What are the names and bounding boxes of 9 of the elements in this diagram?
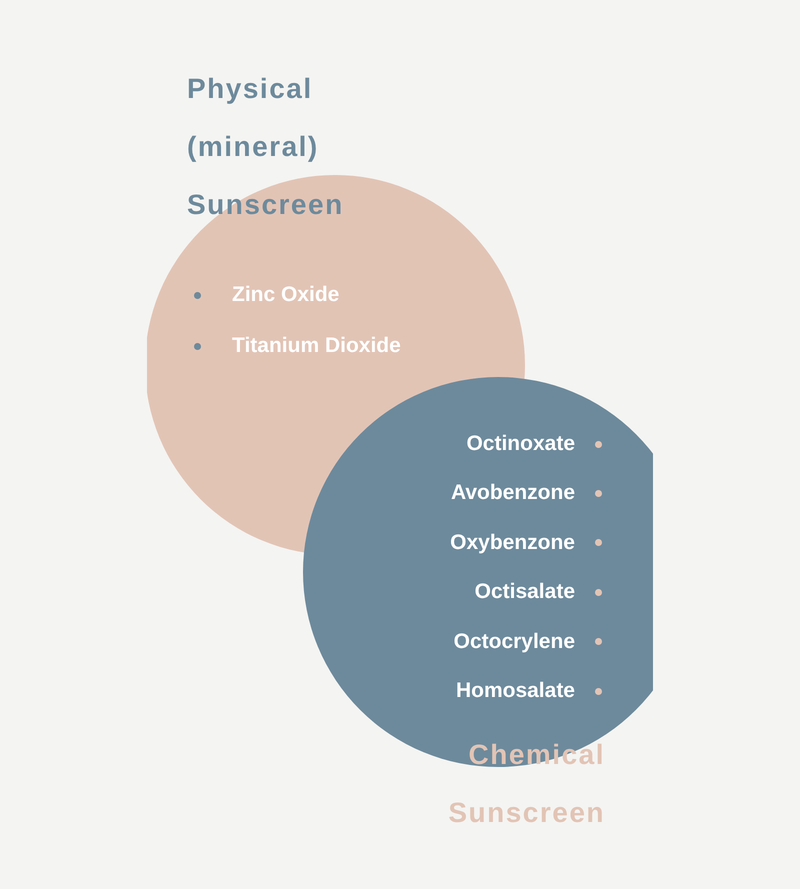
list-item: Octinoxate — [466, 431, 575, 457]
list-item: Zinc Oxide — [232, 282, 340, 308]
list-item: Titanium Dioxide — [232, 333, 401, 359]
list-item: Octisalate — [474, 579, 575, 606]
list-item: Oxybenzone — [450, 530, 575, 556]
list-item: Homosalate — [456, 678, 575, 704]
list-item: Octocrylene — [454, 628, 575, 655]
list-item: Avobenzone — [450, 480, 575, 506]
circle-heading: Physical (mineral) Sunscreen — [187, 72, 345, 222]
